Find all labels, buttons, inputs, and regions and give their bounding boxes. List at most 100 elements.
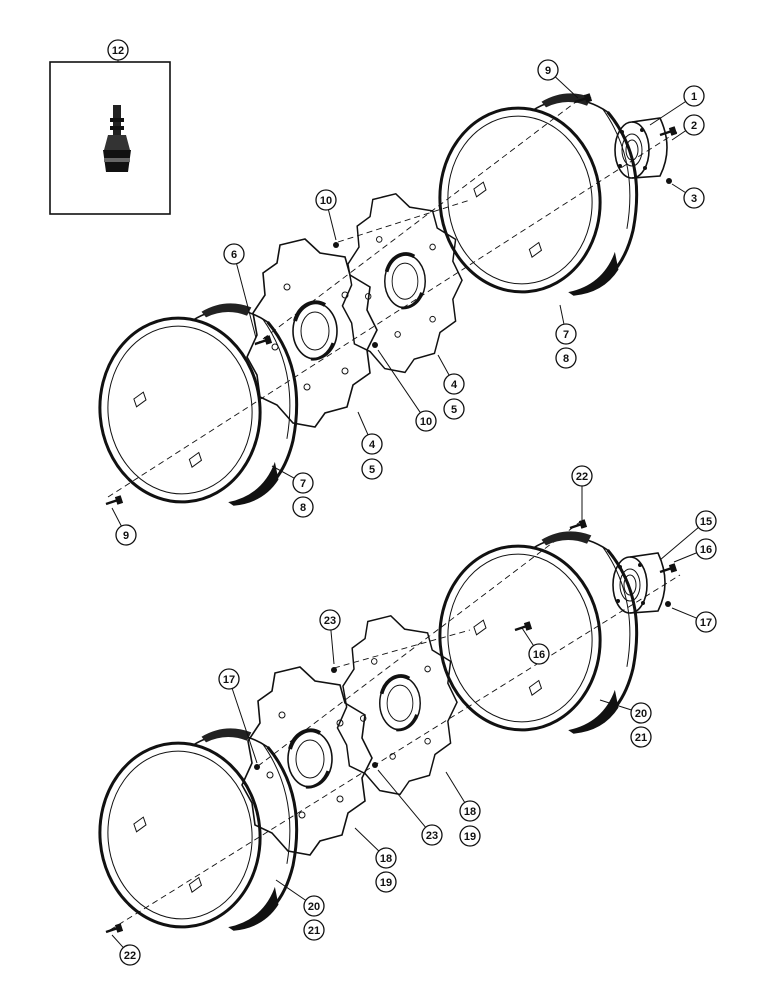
callout-number: 4 — [451, 379, 458, 391]
callout-number: 16 — [700, 544, 712, 556]
upper-rear-disc — [245, 237, 379, 429]
callout-c16b: 16 — [521, 627, 550, 665]
upper-wheel-assembly — [89, 86, 681, 519]
callout-circle — [683, 114, 705, 136]
callout-leader — [330, 629, 335, 665]
callout-number: 7 — [563, 329, 569, 341]
callout-c18b: 18 — [354, 827, 397, 869]
callout-c10b: 10 — [377, 349, 437, 432]
callout-circle — [303, 919, 325, 941]
callouts: 1212345456787899101015161617171819181920… — [107, 39, 717, 966]
callout-leader — [599, 699, 632, 711]
callout-c21b: 21 — [303, 919, 325, 941]
callout-circle — [415, 410, 437, 432]
valve-stem-icon — [103, 105, 131, 172]
callout-leader — [445, 771, 466, 803]
callout-circle — [459, 800, 481, 822]
lower-rear-disc — [240, 665, 374, 857]
callout-circle — [361, 433, 383, 455]
callout-c8b: 8 — [292, 496, 314, 518]
callout-circle — [695, 510, 717, 532]
callout-circle — [459, 825, 481, 847]
callout-c23a: 23 — [319, 609, 341, 665]
lower-nut-center — [372, 762, 378, 768]
upper-rear-rim — [89, 296, 308, 519]
callout-circle — [223, 243, 245, 265]
callout-number: 21 — [308, 925, 320, 937]
callout-circle — [319, 609, 341, 631]
callout-c16a: 16 — [673, 538, 717, 563]
callout-circle — [537, 59, 559, 81]
valve-stem-inset — [49, 58, 171, 215]
callout-c3: 3 — [671, 183, 705, 209]
callout-number: 16 — [533, 649, 545, 661]
callout-number: 3 — [691, 193, 697, 205]
lower-nut-top — [331, 667, 337, 673]
callout-circle — [292, 472, 314, 494]
callout-number: 19 — [464, 831, 476, 843]
callout-c9b: 9 — [111, 507, 137, 546]
callout-circle — [555, 323, 577, 345]
callout-number: 19 — [380, 877, 392, 889]
callout-number: 20 — [308, 901, 320, 913]
callout-number: 5 — [369, 464, 375, 476]
callout-inset_callout: 12 — [107, 39, 129, 61]
callout-number: 10 — [420, 416, 432, 428]
callout-leader — [671, 130, 687, 141]
callout-c20a: 20 — [599, 699, 652, 724]
callout-number: 17 — [700, 617, 712, 629]
callout-c4a: 4 — [437, 354, 465, 395]
callout-circle — [303, 895, 325, 917]
callout-number: 12 — [112, 45, 124, 57]
callout-circle — [315, 189, 337, 211]
callout-number: 10 — [320, 195, 332, 207]
callout-c19b: 19 — [375, 871, 397, 893]
callout-c9a: 9 — [537, 59, 579, 99]
callout-c22b: 22 — [111, 934, 141, 966]
upper-nut-top — [333, 242, 339, 248]
callout-circle — [119, 944, 141, 966]
callout-circle — [555, 347, 577, 369]
callout-leader — [327, 209, 337, 241]
callout-number: 8 — [563, 353, 569, 365]
callout-c6: 6 — [223, 243, 257, 339]
callout-leader — [111, 507, 122, 527]
callout-circle — [630, 726, 652, 748]
callout-leader — [671, 607, 697, 619]
callout-c15: 15 — [659, 510, 717, 561]
upper-front-disc — [340, 191, 464, 375]
callout-leader — [437, 354, 450, 376]
callout-circle — [630, 702, 652, 724]
callout-circle — [695, 538, 717, 560]
upper-hub-nut — [666, 178, 672, 184]
callout-leader — [554, 76, 579, 99]
callout-leader — [275, 879, 307, 901]
callout-number: 22 — [576, 471, 588, 483]
callout-c4b: 4 — [357, 411, 383, 455]
callout-circle — [115, 524, 137, 546]
callout-number: 8 — [300, 502, 306, 514]
callout-leader — [673, 552, 697, 563]
callout-circle — [443, 398, 465, 420]
callout-c17b: 17 — [218, 668, 258, 764]
callout-number: 18 — [464, 806, 476, 818]
callout-leader — [671, 183, 686, 194]
lower-rear-rim — [89, 721, 308, 944]
callout-number: 17 — [223, 674, 235, 686]
upper-nut-center — [372, 342, 378, 348]
upper-stud-bolt — [253, 334, 274, 346]
callout-c5b: 5 — [361, 458, 383, 480]
callout-number: 1 — [691, 91, 697, 103]
lower-hub-nut — [665, 601, 671, 607]
callout-c1: 1 — [649, 85, 705, 126]
callout-leader — [111, 934, 124, 948]
lower-top-bolt — [568, 518, 589, 530]
callout-c8a: 8 — [555, 347, 577, 369]
callout-number: 22 — [124, 950, 136, 962]
upper-hub-bolt — [658, 125, 679, 137]
callout-leader — [377, 769, 426, 828]
callout-circle — [375, 871, 397, 893]
lower-stud-bolt — [513, 620, 534, 632]
callout-circle — [107, 39, 129, 61]
